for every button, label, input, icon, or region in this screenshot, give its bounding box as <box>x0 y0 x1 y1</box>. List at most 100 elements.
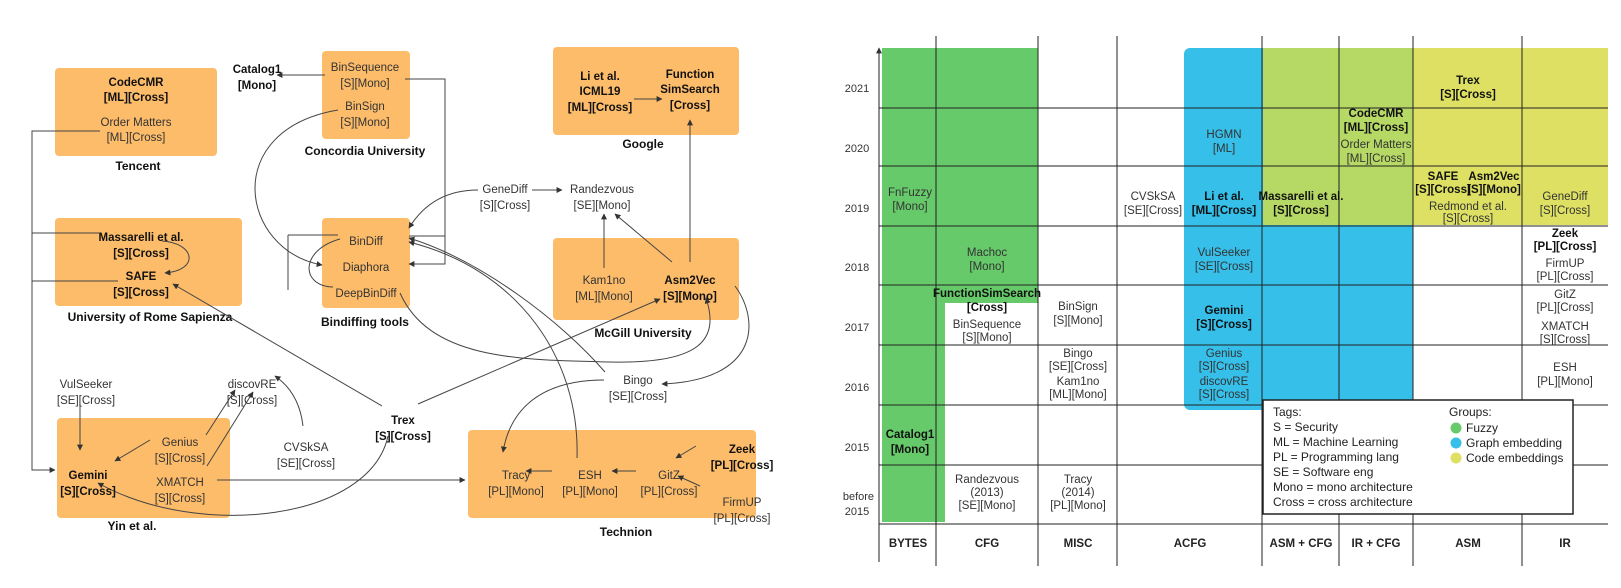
node-cvsksa: CVSkSA [SE][Cross] <box>277 442 335 470</box>
cell-kam1no: Kam1no [ML][Mono] <box>1049 376 1107 401</box>
tencent-box <box>55 68 217 156</box>
cell-title: Gemini <box>1205 305 1244 317</box>
node-tags: [SE][Cross] <box>609 391 667 403</box>
node-title: XMATCH <box>156 477 204 489</box>
cell-tags: [PL][Cross] <box>1537 271 1594 283</box>
cell-title: XMATCH <box>1541 321 1589 333</box>
cell-massarelli: Massarelli et al. [S][Cross] <box>1258 191 1343 217</box>
node-title: BinSequence <box>331 62 399 74</box>
legend-tag: ML = Machine Learning <box>1273 435 1398 449</box>
technion-box <box>468 430 756 518</box>
node-title: VulSeeker <box>60 379 113 391</box>
cell-title: VulSeeker <box>1198 247 1251 259</box>
cell-tags: [S][Cross] <box>1440 89 1496 101</box>
column-label: ACFG <box>1174 538 1207 550</box>
node-tags: [SE][Cross] <box>57 395 115 407</box>
node-tags: [Cross] <box>670 100 710 112</box>
cell-title: Massarelli et al. <box>1258 191 1343 203</box>
node-title: Order Matters <box>101 117 172 129</box>
cell-codecmr: CodeCMR [ML][Cross] <box>1344 108 1409 134</box>
legend-box <box>1262 399 1574 515</box>
cell-tags: [ML] <box>1213 143 1235 155</box>
node-tags: [PL][Mono] <box>488 486 544 498</box>
cell-title: Order Matters <box>1341 139 1412 151</box>
node-tags: [S][Mono] <box>663 291 717 303</box>
node-title: ESH <box>578 470 602 482</box>
cell-title: Redmond et al. <box>1429 201 1507 213</box>
legend-tag: PL = Programming lang <box>1273 450 1399 464</box>
cell-xmatch: XMATCH [S][Cross] <box>1540 321 1590 346</box>
node-title: Zeek <box>729 444 756 456</box>
cell-title: Genius <box>1206 348 1243 360</box>
cell-gitz: GitZ [PL][Cross] <box>1537 289 1594 314</box>
node-title: Massarelli et al. <box>98 232 183 244</box>
mcgill-box <box>553 238 739 320</box>
node-tags: [S][Cross] <box>227 395 277 407</box>
node-tags: [PL][Cross] <box>711 460 774 472</box>
cell-title: Randezvous <box>955 474 1019 486</box>
cell-zeek: Zeek [PL][Cross] <box>1534 228 1597 253</box>
cell-esh: ESH [PL][Mono] <box>1537 362 1593 388</box>
cell-tags: [S][Cross] <box>1199 389 1249 401</box>
cell-title: FirmUP <box>1546 258 1585 270</box>
node-title-2: SimSearch <box>660 84 719 96</box>
cell-tags: [SE][Cross] <box>1049 361 1107 373</box>
cell-title: GitZ <box>1554 289 1576 301</box>
node-title: GeneDiff <box>482 184 528 196</box>
column-label: IR <box>1559 538 1571 550</box>
cell-safe: SAFE [S][Cross] <box>1415 171 1471 196</box>
cell-tags: [PL][Mono] <box>1050 500 1106 512</box>
cell-fnfuzzy: FnFuzzy [Mono] <box>888 187 932 213</box>
cell-tags: [PL][Cross] <box>1537 302 1594 314</box>
cell-title: SAFE <box>1428 171 1459 183</box>
row-labels: 2021 2020 2019 2018 2017 2016 2015 befor… <box>843 83 874 518</box>
node-catalog1: Catalog1 [Mono] <box>233 64 282 92</box>
cell-li-et-al: Li et al. [ML][Cross] <box>1192 191 1257 217</box>
node-tags: [S][Mono] <box>340 78 389 90</box>
cell-title: Li et al. <box>1204 191 1244 203</box>
node-tags: [S][Cross] <box>113 248 169 260</box>
node-tags: [S][Cross] <box>480 200 530 212</box>
legend-swatch-graph <box>1450 437 1462 449</box>
legend-tag: Mono = mono architecture <box>1273 480 1413 494</box>
group-label-google: Google <box>622 137 664 151</box>
node-title: Randezvous <box>570 184 634 196</box>
cell-gemini: Gemini [S][Cross] <box>1196 305 1252 331</box>
legend-swatch-code <box>1450 452 1462 464</box>
node-trex: Trex [S][Cross] <box>375 415 431 443</box>
cell-tags: [S][Cross] <box>1196 319 1252 331</box>
node-tracy: Tracy [PL][Mono] <box>488 470 544 498</box>
yin-box <box>57 418 230 518</box>
node-deepbindiff: DeepBinDiff <box>335 288 397 300</box>
cell-tags: [S][Cross] <box>1443 213 1493 225</box>
group-label-tencent: Tencent <box>115 159 160 173</box>
node-title: CVSkSA <box>284 442 329 454</box>
legend-group: Code embeddings <box>1466 451 1563 465</box>
cell-year: (2013) <box>970 487 1003 499</box>
node-tags: [PL][Cross] <box>714 513 771 525</box>
legend-tag: S = Security <box>1273 420 1338 434</box>
node-title: FirmUP <box>723 497 762 509</box>
node-tags: [SE][Cross] <box>277 458 335 470</box>
legend-tag: SE = Software eng <box>1273 465 1373 479</box>
node-diaphora: Diaphora <box>343 262 390 274</box>
bindiffing-box <box>322 218 410 308</box>
node-genius: Genius [S][Cross] <box>155 437 205 465</box>
legend-group: Graph embedding <box>1466 436 1562 450</box>
cell-tags: [PL][Cross] <box>1534 241 1597 253</box>
node-function-simsearch: Function SimSearch [Cross] <box>660 69 719 112</box>
node-tags: [PL][Mono] <box>562 486 618 498</box>
node-tags: [S][Cross] <box>375 431 431 443</box>
node-title: GitZ <box>658 470 680 482</box>
cell-title: FunctionSimSearch <box>933 288 1041 300</box>
cell-asm2vec: Asm2Vec [S][Mono] <box>1467 171 1521 196</box>
cell-title: GeneDiff <box>1542 191 1588 203</box>
legend: Tags: S = Security ML = Machine Learning… <box>1262 399 1574 515</box>
node-title: Kam1no <box>583 275 626 287</box>
cell-tags: [S][Mono] <box>1053 315 1102 327</box>
cell-functionsimsearch: FunctionSimSearch [Cross] <box>933 288 1041 314</box>
node-li-et-al: Li et al. ICML19 [ML][Cross] <box>568 71 633 114</box>
row-label: 2020 <box>845 143 869 155</box>
node-order-matters: Order Matters [ML][Cross] <box>101 117 172 144</box>
node-firmup: FirmUP [PL][Cross] <box>714 497 771 525</box>
